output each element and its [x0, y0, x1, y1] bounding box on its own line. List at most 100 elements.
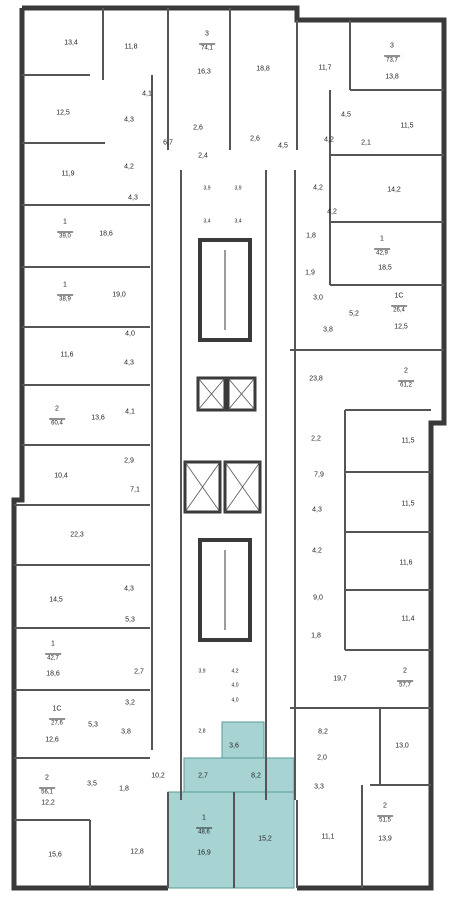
- room-area-label: 4,5: [341, 111, 351, 119]
- room-area-label: 11,5: [401, 437, 415, 445]
- room-area-label: 11,7: [318, 64, 332, 72]
- room-area-label: 11,4: [401, 615, 415, 623]
- room-area-label: 1,8: [311, 632, 321, 640]
- room-area-label: 1,9: [305, 269, 315, 277]
- highlighted-apartment[interactable]: [167, 721, 295, 889]
- room-area-label: 3,2: [125, 699, 135, 707]
- building-core: [183, 238, 262, 642]
- room-area-label: 13,6: [91, 414, 105, 422]
- room-area-label: 5,2: [349, 310, 359, 318]
- room-area-label: 13,0: [395, 742, 409, 750]
- room-area-label: 1,8: [119, 785, 129, 793]
- room-area-label: 3,5: [87, 780, 97, 788]
- room-area-label: 11,9: [61, 170, 75, 178]
- room-area-label: 2,4: [198, 152, 208, 160]
- room-area-label: 4,1: [142, 90, 152, 98]
- room-area-label: 11,6: [399, 559, 413, 567]
- room-area-label: 18,6: [99, 230, 113, 238]
- room-area-label: 3,8: [121, 728, 131, 736]
- room-area-label: 22,3: [70, 531, 84, 539]
- room-area-label: 14,5: [49, 596, 63, 604]
- room-area-label: 4,2: [324, 136, 334, 144]
- room-area-label: 3,3: [314, 783, 324, 791]
- room-area-label: 13,4: [64, 39, 78, 47]
- room-area-label: 16,9: [197, 849, 211, 857]
- room-area-label: 13,9: [378, 835, 392, 843]
- room-area-label: 3,6: [229, 742, 239, 750]
- room-area-label: 2,1: [361, 139, 371, 147]
- room-area-label: 10,2: [151, 772, 165, 780]
- room-area-label: 15,2: [258, 835, 272, 843]
- room-area-label: 4,3: [128, 194, 138, 202]
- room-area-label: 2,6: [193, 124, 203, 132]
- room-area-label: 5,3: [125, 616, 135, 624]
- room-area-label: 2,0: [317, 754, 327, 762]
- room-area-label: 16,3: [197, 68, 211, 76]
- room-area-label: 4,3: [124, 359, 134, 367]
- room-area-label: 2,2: [311, 435, 321, 443]
- room-area-label: 11,5: [400, 122, 414, 130]
- room-area-label: 15,6: [48, 851, 62, 859]
- room-area-label: 4,2: [313, 184, 323, 192]
- room-area-label: 4,5: [278, 142, 288, 150]
- interior-walls: [14, 8, 444, 888]
- room-area-label: 3,0: [313, 294, 323, 302]
- room-area-label: 4,3: [124, 585, 134, 593]
- room-area-label: 6,7: [163, 139, 173, 147]
- room-area-label: 8,2: [251, 772, 261, 780]
- room-area-label: 4,2: [124, 163, 134, 171]
- room-area-label: 5,3: [88, 721, 98, 729]
- room-area-label: 1,8: [306, 232, 316, 240]
- elevator-shafts: [184, 377, 261, 513]
- room-area-label: 11,5: [401, 500, 415, 508]
- room-area-label: 18,8: [256, 65, 270, 73]
- room-area-label: 18,5: [378, 264, 392, 272]
- room-area-label: 3,8: [323, 326, 333, 334]
- room-area-label: 9,0: [313, 594, 323, 602]
- room-area-label: 11,8: [124, 43, 138, 51]
- room-area-label: 8,2: [318, 728, 328, 736]
- room-area-label: 4,0: [125, 330, 135, 338]
- room-area-label: 2,7: [198, 772, 208, 780]
- room-area-label: 2,9: [124, 457, 134, 465]
- room-area-label: 10,4: [54, 472, 68, 480]
- room-area-label: 4,3: [312, 506, 322, 514]
- room-area-label: 4,0: [231, 697, 239, 704]
- room-area-label: 3,4: [234, 218, 242, 225]
- room-area-label: 12,5: [394, 323, 408, 331]
- room-area-label: 14,2: [387, 186, 401, 194]
- room-area-label: 4,2: [327, 208, 337, 216]
- room-area-label: 4,2: [312, 547, 322, 555]
- room-area-label: 12,8: [130, 848, 144, 856]
- room-area-label: 4,3: [124, 116, 134, 124]
- room-area-label: 18,6: [46, 670, 60, 678]
- room-area-label: 4,1: [125, 408, 135, 416]
- room-area-label: 2,8: [198, 728, 206, 735]
- room-area-label: 4,0: [231, 682, 239, 689]
- room-area-label: 3,9: [203, 185, 211, 192]
- room-area-label: 3,9: [234, 185, 242, 192]
- room-area-label: 7,1: [130, 486, 140, 494]
- room-area-label: 19,7: [333, 675, 347, 683]
- room-area-label: 7,9: [314, 471, 324, 479]
- room-area-label: 12,6: [45, 736, 59, 744]
- room-area-label: 3,9: [198, 668, 206, 675]
- room-area-label: 2,7: [134, 668, 144, 676]
- room-area-label: 11,6: [60, 351, 74, 359]
- room-area-label: 13,8: [385, 73, 399, 81]
